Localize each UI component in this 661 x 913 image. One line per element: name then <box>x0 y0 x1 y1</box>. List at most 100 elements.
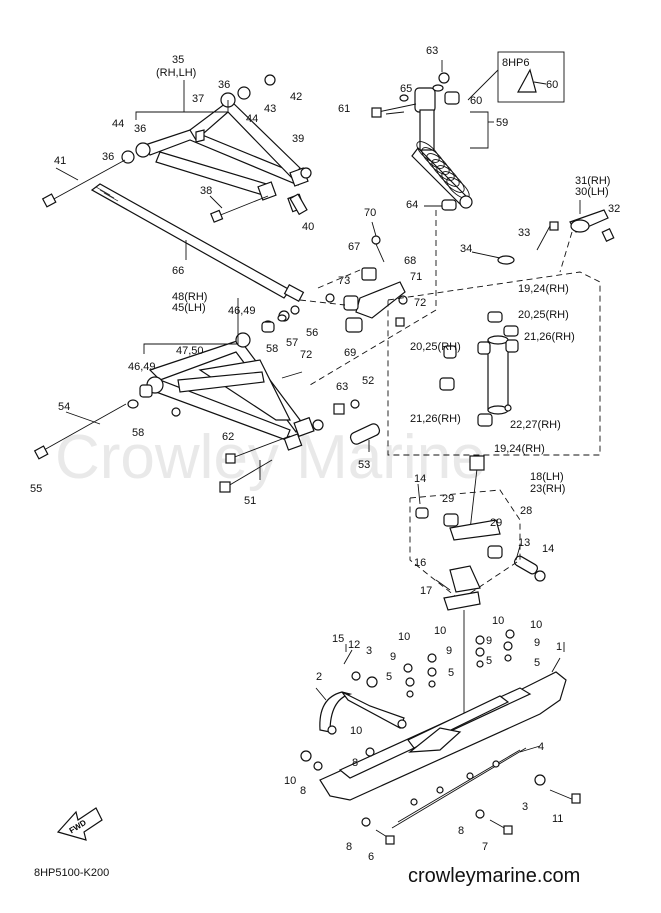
callout-c36a: 36 <box>218 79 230 91</box>
inset-8hp6 <box>467 51 565 103</box>
plate-17 <box>443 591 481 611</box>
callout-c61: 61 <box>338 103 350 115</box>
callout-c45: 45(LH) <box>172 302 206 314</box>
bolt-51 <box>219 459 273 493</box>
callout-c13: 13 <box>518 537 530 549</box>
callout-c4: 4 <box>538 741 544 753</box>
washer-65 <box>432 84 444 92</box>
nut-63-lower <box>333 403 345 415</box>
callout-c56: 56 <box>306 327 318 339</box>
callout-c10e: 10 <box>350 725 362 737</box>
callout-c12: 12 <box>348 639 360 651</box>
callout-c14a: 14 <box>414 473 426 485</box>
fwd-arrow-icon: FWD <box>56 807 103 841</box>
nut-56 <box>290 305 300 315</box>
callout-c9c: 9 <box>486 635 492 647</box>
callout-c14b: 14 <box>542 543 554 555</box>
shock-absorber-59 <box>411 87 473 209</box>
callout-c1: 1 <box>556 641 562 653</box>
callout-c10f: 10 <box>284 775 296 787</box>
bracket-assembly-68 <box>325 235 408 333</box>
callout-c53: 53 <box>358 459 370 471</box>
callout-c60a: 60 <box>546 79 558 91</box>
washer-57 <box>277 314 287 322</box>
callout-c5a: 5 <box>386 671 392 683</box>
bushing-60 <box>444 91 460 105</box>
callout-c33: 33 <box>518 227 530 239</box>
callout-c69: 69 <box>344 347 356 359</box>
sleeve-64 <box>441 199 457 211</box>
bolt-61 <box>371 103 417 118</box>
callout-c5b: 5 <box>448 667 454 679</box>
callout-c9a: 9 <box>390 651 396 663</box>
callout-c70: 70 <box>364 207 376 219</box>
callout-c5d: 5 <box>534 657 540 669</box>
callout-c9d: 9 <box>534 637 540 649</box>
callout-c37: 37 <box>192 93 204 105</box>
callout-c60b: 60 <box>470 95 482 107</box>
bolt-54 <box>33 403 127 460</box>
bushing-16 <box>449 565 481 593</box>
callout-c35: 35 <box>172 54 184 66</box>
callout-c51: 51 <box>244 495 256 507</box>
callout-c8c: 8 <box>458 825 464 837</box>
callout-c2025a: 20,25(RH) <box>518 309 569 321</box>
sleeve-40 <box>289 193 308 216</box>
steering-arm-31 <box>549 209 615 273</box>
callout-c10a: 10 <box>398 631 410 643</box>
callout-c40: 40 <box>302 221 314 233</box>
nut-10-mid <box>365 747 375 757</box>
callout-c43: 43 <box>264 103 276 115</box>
callout-c66: 66 <box>172 265 184 277</box>
callout-c17: 17 <box>420 585 432 597</box>
callout-c8d: 8 <box>346 841 352 853</box>
callout-c52: 52 <box>362 375 374 387</box>
callout-c28: 28 <box>520 505 532 517</box>
callout-c34: 34 <box>460 243 472 255</box>
bolt-72 <box>281 371 303 379</box>
nuts-group-right <box>475 629 515 668</box>
callout-c62: 62 <box>222 431 234 443</box>
callout-c72a: 72 <box>414 297 426 309</box>
callout-c4649b: 46,49 <box>128 361 156 373</box>
callout-c36b: 36 <box>134 123 146 135</box>
upper-a-arm <box>121 74 312 213</box>
callout-c1924b: 19,24(RH) <box>494 443 545 455</box>
callout-c6: 6 <box>368 851 374 863</box>
callout-c7: 7 <box>482 841 488 853</box>
callout-c3a: 3 <box>366 645 372 657</box>
callout-c58b: 58 <box>132 427 144 439</box>
leader-lines <box>55 60 581 753</box>
bushing-58 <box>261 321 275 333</box>
nut-3-right <box>534 774 546 786</box>
bolt-62 <box>225 435 291 464</box>
bolt-6 <box>375 829 395 845</box>
callout-c8b: 8 <box>300 785 306 797</box>
bolt-7 <box>489 819 513 835</box>
callout-c36c: 36 <box>102 151 114 163</box>
washer-8-right <box>475 809 485 819</box>
callout-c23: 23(RH) <box>530 483 565 495</box>
callout-c64: 64 <box>406 199 418 211</box>
callout-c72b: 72 <box>300 349 312 361</box>
website-text: crowleymarine.com <box>408 865 580 887</box>
callout-c16: 16 <box>414 557 426 569</box>
callout-c2025b: 20,25(RH) <box>410 341 461 353</box>
callout-c10d: 10 <box>530 619 542 631</box>
bolt-11 <box>549 789 581 804</box>
callout-c63b: 63 <box>336 381 348 393</box>
callout-c68: 68 <box>404 255 416 267</box>
callout-c29b: 29 <box>490 517 502 529</box>
callout-c4649a: 46,49 <box>228 305 256 317</box>
callout-c63a: 63 <box>426 45 438 57</box>
callout-c59: 59 <box>496 117 508 129</box>
callout-c9b: 9 <box>446 645 452 657</box>
washer-58 <box>127 399 139 409</box>
callout-c71: 71 <box>410 271 422 283</box>
nut-63-top <box>438 72 450 84</box>
bolt-41 <box>41 159 126 208</box>
callout-c31: 31(RH) <box>575 175 610 187</box>
callout-labels: 35(RH,LH)3637364342444436394138406663658… <box>30 45 620 863</box>
washer-65b <box>399 94 409 102</box>
